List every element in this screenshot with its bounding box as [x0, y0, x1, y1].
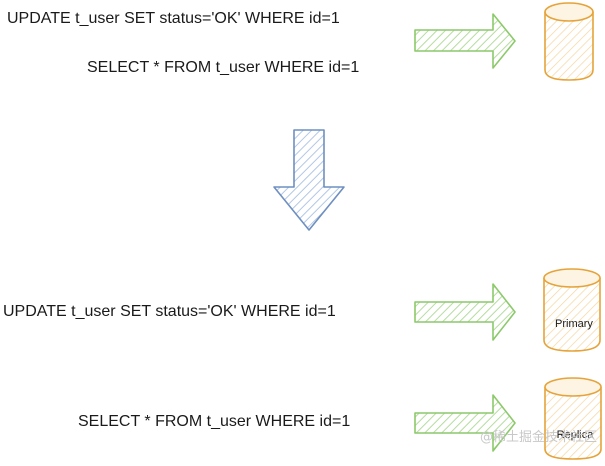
transition-down-arrow [273, 129, 345, 231]
primary-label: Primary [555, 318, 593, 330]
primary-database-icon [543, 268, 601, 352]
top-right-arrow [414, 13, 516, 69]
replica-database-icon [544, 377, 602, 460]
watermark: @稀土掘金技术社区 [479, 430, 597, 445]
top-select-statement: SELECT * FROM t_user WHERE id=1 [87, 59, 360, 76]
select-to-replica-arrow [414, 394, 516, 452]
top-update-statement: UPDATE t_user SET status='OK' WHERE id=1 [7, 10, 340, 27]
top-database-icon [544, 2, 594, 81]
bottom-update-statement: UPDATE t_user SET status='OK' WHERE id=1 [3, 303, 336, 320]
update-to-primary-arrow [414, 283, 516, 341]
bottom-select-statement: SELECT * FROM t_user WHERE id=1 [78, 413, 351, 430]
replica-label: Replica [557, 429, 595, 441]
